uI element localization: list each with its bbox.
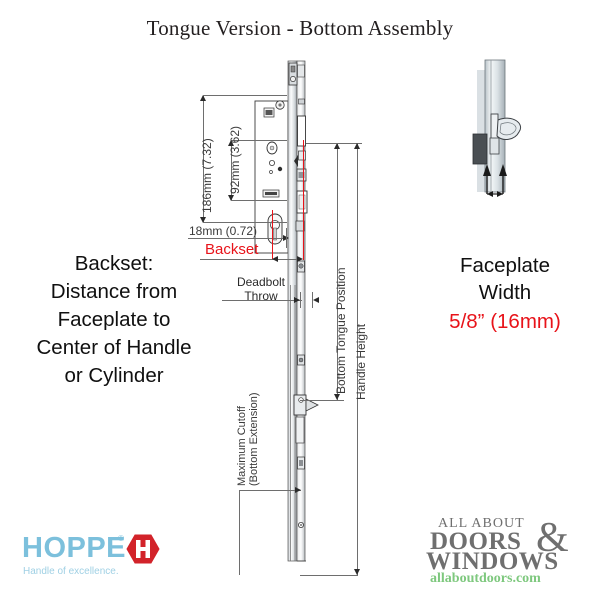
hoppe-logo: HOPPE ® Handle of excellence. <box>22 532 182 584</box>
aadw-line-1: ALL ABOUT <box>438 516 525 531</box>
deadbolt-throw-witness-2 <box>312 292 313 308</box>
backset-arrow-left <box>272 256 278 262</box>
backset-explanation-line-4: Center of Handle <box>36 336 192 359</box>
aadw-line-2: DOORS <box>430 528 522 555</box>
deadbolt-throw-arrow-left <box>313 297 319 303</box>
dimension-line-186mm <box>203 95 204 223</box>
dimension-arrow-92mm-top <box>228 140 234 146</box>
extension-line-186mm-top <box>203 95 287 96</box>
maximum-cutoff-leader <box>239 490 301 491</box>
handle-height-label: Handle Height <box>354 323 368 400</box>
dimension-label-18mm: 18mm (0.72) <box>189 224 258 238</box>
backset-explanation-line-2: Distance from <box>50 280 178 303</box>
hoppe-tagline: Handle of excellence. <box>23 566 119 577</box>
backset-red-line <box>272 210 273 260</box>
backset-arrow-right <box>297 256 303 262</box>
handle-height-arrow-bottom <box>354 569 360 575</box>
extension-line-92mm-bottom <box>231 200 287 201</box>
witness-line-18mm <box>286 228 287 248</box>
backset-explanation-line-3: Faceplate to <box>57 308 171 331</box>
backset-explanation-line-5: or Cylinder <box>64 364 164 387</box>
hoppe-wordmark: HOPPE <box>22 532 127 564</box>
aadw-url: allaboutdoors.com <box>430 571 541 586</box>
hoppe-hexagon-icon <box>126 534 160 569</box>
bottom-tongue-position-label: Bottom Tongue Position <box>334 267 348 394</box>
backset-label: Backset <box>205 241 259 258</box>
dimension-arrow-186mm-bottom <box>200 217 206 223</box>
faceplate-width-value: 5/8” (16mm) <box>449 310 561 333</box>
extension-line-92mm-top <box>231 140 287 141</box>
backset-dimension-line <box>200 259 300 260</box>
lock-assembly-svg <box>254 60 319 562</box>
deadbolt-throw-label-line-2: Throw <box>244 289 278 303</box>
dimension-line-bottom-tongue-position <box>337 143 338 400</box>
backset-red-line-2 <box>303 140 304 260</box>
deadbolt-throw-line <box>222 300 302 301</box>
handle-height-extension-bottom <box>300 575 358 576</box>
bottom-tongue-extension-top <box>306 143 362 144</box>
extension-line-186mm-bottom <box>203 222 287 223</box>
maximum-cutoff-label-line-2: (Bottom Extension) <box>248 392 260 486</box>
page-title: Tongue Version - Bottom Assembly <box>146 16 454 40</box>
maximum-cutoff-arrow <box>295 487 301 493</box>
faceplate-detail-svg <box>472 59 521 197</box>
maximum-cutoff-label-line-1: Maximum Cutoff <box>236 406 248 486</box>
backset-explanation-line-1: Backset: <box>74 252 154 275</box>
backset-explanation: Backset: Distance from Faceplate to Cent… <box>8 250 220 390</box>
faceplate-width-line-2: Width <box>478 281 532 304</box>
faceplate-detail-drawing <box>455 52 555 202</box>
faceplate-width-label: Faceplate Width <box>412 252 598 306</box>
deadbolt-throw-label: Deadbolt Throw <box>222 275 300 303</box>
maximum-cutoff-line <box>239 490 240 575</box>
bottom-tongue-arrow-bottom <box>334 394 340 400</box>
deadbolt-throw-arrow-right <box>294 297 300 303</box>
dimension-line-handle-height <box>357 143 358 575</box>
lock-assembly-drawing <box>250 55 320 575</box>
faceplate-width-line-1: Faceplate <box>459 254 551 277</box>
deadbolt-throw-witness-1 <box>300 292 301 308</box>
hexagon-icon-svg <box>126 534 160 564</box>
aadw-ampersand: & <box>536 515 569 561</box>
allaboutdoors-logo: ALL ABOUT DOORS & WINDOWS allaboutdoors.… <box>424 515 592 586</box>
aadw-line-3: WINDOWS <box>426 548 559 575</box>
handle-height-arrow-top <box>354 143 360 149</box>
bottom-tongue-extension-bottom <box>300 400 344 401</box>
bottom-tongue-arrow-top <box>334 143 340 149</box>
dimension-label-186mm: 186mm (7.32) <box>200 138 214 213</box>
dimension-label-92mm: 92mm (3.62) <box>228 125 242 194</box>
hoppe-registered-mark: ® <box>118 534 124 543</box>
dimension-line-92mm <box>231 140 232 201</box>
deadbolt-throw-label-line-1: Deadbolt <box>236 275 286 289</box>
dimension-arrow-186mm-top <box>200 95 206 101</box>
dimension-arrow-92mm-bottom <box>228 195 234 201</box>
dimension-line-18mm <box>188 238 286 239</box>
